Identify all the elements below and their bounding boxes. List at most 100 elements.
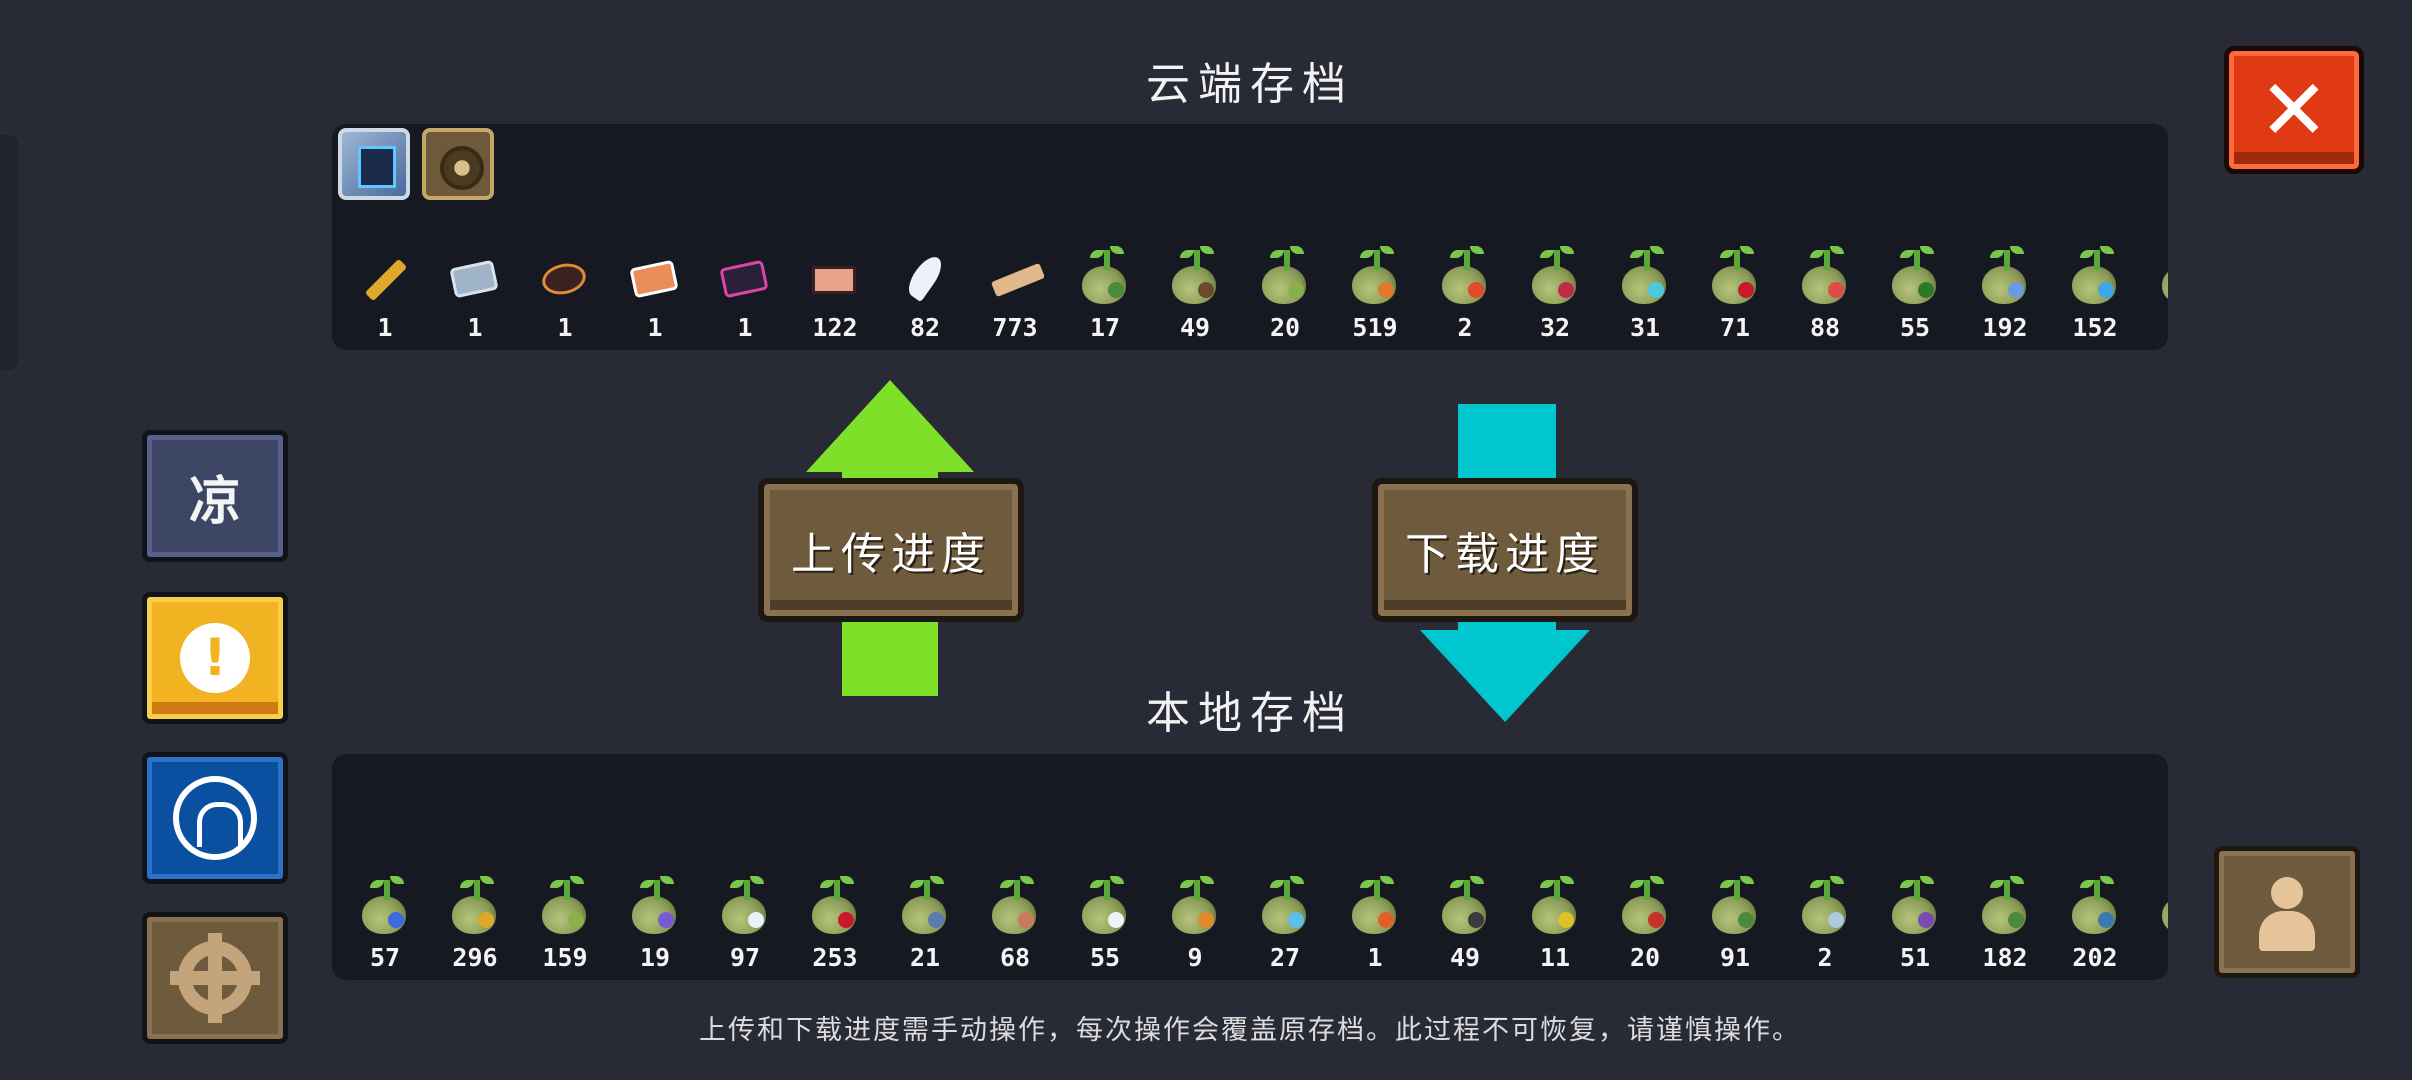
item-count: 57	[369, 943, 401, 972]
item-count: 51	[1899, 943, 1931, 972]
label-icon	[812, 266, 856, 294]
item-count: 68	[999, 943, 1031, 972]
download-progress-button[interactable]: 下载进度	[1372, 478, 1638, 622]
seed-accent-icon	[748, 912, 764, 928]
cloud-item: 49	[1150, 246, 1240, 344]
seed-accent-icon	[658, 912, 674, 928]
seed-accent-icon	[1198, 282, 1214, 298]
notice-button[interactable]: !	[142, 592, 288, 724]
feather-icon	[902, 251, 948, 303]
community-logo-icon	[173, 776, 257, 860]
local-item: 8	[2140, 878, 2168, 974]
cloud-item: 1	[700, 248, 790, 344]
left-edge-tab[interactable]	[0, 135, 18, 370]
seed-accent-icon	[1288, 912, 1304, 928]
sprout-icon	[1900, 246, 1934, 270]
sprout-icon	[640, 876, 674, 900]
card-icon	[449, 259, 499, 299]
item-count: 91	[1719, 943, 1751, 972]
sprout-icon	[1450, 246, 1484, 270]
item-count: 2	[1457, 313, 1473, 342]
item-count: 9	[1187, 943, 1203, 972]
cloud-save-title: 云端存档	[1146, 59, 1354, 110]
item-count: 71	[1719, 313, 1751, 342]
seed-accent-icon	[2098, 912, 2114, 928]
cloud-item: 519	[1330, 246, 1420, 344]
seed-accent-icon	[1288, 282, 1304, 298]
seed-accent-icon	[1918, 912, 1934, 928]
seed-accent-icon	[1738, 912, 1754, 928]
sword-icon	[364, 258, 408, 302]
local-item: 68	[970, 876, 1060, 974]
item-count: 49	[1449, 943, 1481, 972]
sprout-icon	[460, 876, 494, 900]
cloud-item: 1	[610, 248, 700, 344]
seed-accent-icon	[2008, 912, 2024, 928]
chip-icon	[338, 128, 410, 200]
local-save-title: 本地存档	[1146, 688, 1354, 739]
local-item: 19	[610, 876, 700, 974]
settings-button[interactable]	[142, 912, 288, 1044]
seed-accent-icon	[1648, 282, 1664, 298]
liang-button[interactable]: 凉	[142, 430, 288, 562]
item-count: 253	[812, 943, 858, 972]
close-button[interactable]: ✕	[2224, 46, 2364, 174]
sprout-icon	[1000, 876, 1034, 900]
seed-accent-icon	[838, 912, 854, 928]
seed-accent-icon	[1558, 912, 1574, 928]
sprout-icon	[820, 876, 854, 900]
local-item: 97	[700, 876, 790, 974]
item-count: 296	[452, 943, 498, 972]
seed-accent-icon	[1378, 912, 1394, 928]
sprout-icon	[1270, 876, 1304, 900]
cloud-item: 31	[1600, 246, 1690, 344]
item-count: 55	[1899, 313, 1931, 342]
exclamation-icon: !	[180, 623, 250, 693]
item-count: 20	[1269, 313, 1301, 342]
item-count: 8	[2140, 943, 2168, 972]
item-count: 32	[1539, 313, 1571, 342]
red-card-icon	[629, 259, 679, 299]
sprout-icon	[1720, 246, 1754, 270]
item-count: 82	[909, 313, 941, 342]
local-item: 57	[340, 876, 430, 974]
sprout-icon	[1540, 246, 1574, 270]
item-count: 202	[2072, 943, 2118, 972]
sprout-icon	[2080, 246, 2114, 270]
cloud-item: 192	[1960, 246, 2050, 344]
item-count: 1	[1367, 943, 1383, 972]
seed-accent-icon	[2098, 282, 2114, 298]
plank-icon	[990, 262, 1046, 298]
local-item: 296	[430, 876, 520, 974]
local-item: 11	[1510, 876, 1600, 974]
cloud-item: 1	[430, 248, 520, 344]
seed-accent-icon	[1828, 912, 1844, 928]
local-item: 55	[1060, 876, 1150, 974]
item-count: 192	[1982, 313, 2028, 342]
upload-progress-button[interactable]: 上传进度	[758, 478, 1024, 622]
local-item: 1	[1330, 876, 1420, 974]
profile-button[interactable]	[2214, 846, 2360, 978]
sprout-icon	[1360, 876, 1394, 900]
local-item: 51	[1870, 876, 1960, 974]
cloud-item: 88	[1780, 246, 1870, 344]
orange-card-icon	[539, 259, 589, 299]
item-count: 5	[2140, 313, 2168, 342]
item-count: 152	[2072, 313, 2118, 342]
cloud-item: 5	[2140, 248, 2168, 344]
item-count: 27	[1269, 943, 1301, 972]
local-item: 182	[1960, 876, 2050, 974]
sprout-icon	[1450, 876, 1484, 900]
sprout-icon	[910, 876, 944, 900]
item-count: 20	[1629, 943, 1661, 972]
local-item: 21	[880, 876, 970, 974]
item-count: 519	[1352, 313, 1398, 342]
item-count: 1	[557, 313, 573, 342]
community-button[interactable]	[142, 752, 288, 884]
local-item: 9	[1150, 876, 1240, 974]
seed-accent-icon	[2008, 282, 2024, 298]
seed-accent-icon	[1468, 912, 1484, 928]
gear-icon	[170, 933, 260, 1023]
seed-accent-icon	[1828, 282, 1844, 298]
item-count: 1	[467, 313, 483, 342]
